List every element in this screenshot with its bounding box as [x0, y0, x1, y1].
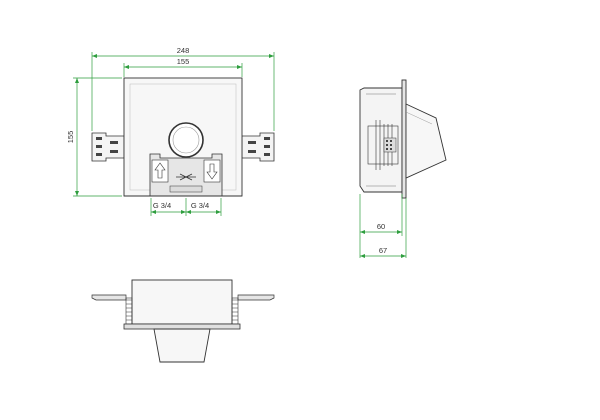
dim-depth-box: 60	[377, 222, 385, 231]
dim-overall-width: 248	[177, 46, 190, 55]
left-mounting-bracket	[91, 132, 125, 162]
arrow-down-icon	[206, 163, 218, 180]
top-cover	[153, 328, 211, 363]
arrow-up-icon	[154, 162, 166, 179]
top-box	[131, 279, 233, 325]
side-cover	[405, 103, 447, 179]
dim-inlet-right: G 3/4	[191, 201, 209, 210]
top-view	[91, 279, 275, 363]
pipe-connection-circle	[168, 122, 204, 158]
flow-symbol-icon	[176, 173, 196, 181]
dim-box-height: 155	[66, 131, 75, 144]
right-mounting-bracket	[241, 132, 275, 162]
side-dimensions	[359, 194, 407, 258]
side-view	[359, 79, 447, 199]
front-view	[91, 77, 275, 197]
dim-box-width: 155	[177, 57, 190, 66]
top-flange	[123, 323, 241, 330]
top-left-wing	[91, 294, 127, 301]
side-flange	[401, 79, 407, 199]
front-dimensions	[73, 52, 275, 216]
top-right-wing	[237, 294, 275, 301]
dim-depth-total: 67	[379, 246, 387, 255]
dim-inlet-left: G 3/4	[153, 201, 171, 210]
